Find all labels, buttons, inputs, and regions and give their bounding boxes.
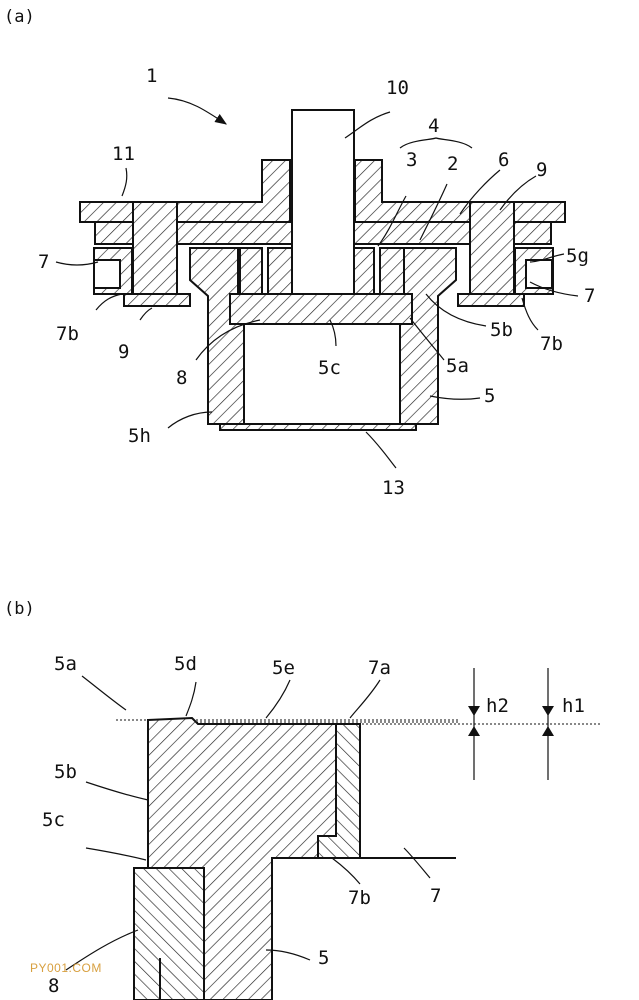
- label-5c: 5c: [318, 357, 341, 379]
- label-5b: 5b: [490, 319, 513, 341]
- label-b-5b: 5b: [54, 761, 77, 783]
- leader-5: [429, 395, 481, 400]
- label-7b-right: 7b: [540, 333, 563, 355]
- leader-b-5d: [185, 681, 197, 717]
- film-13: [219, 423, 417, 431]
- label-b-5: 5: [318, 947, 329, 969]
- bolt-9-left: [132, 201, 178, 295]
- plate-11-left: [79, 159, 291, 223]
- leader-5h: [167, 411, 213, 429]
- case-5-right-wall: [399, 247, 457, 425]
- label-5g: 5g: [566, 245, 589, 267]
- plate-8-section: [133, 867, 205, 1000]
- label-2: 2: [447, 153, 458, 175]
- dim-arrows-h1: [542, 706, 554, 736]
- leader-b-5c: [85, 847, 147, 861]
- figure-a-caption: (a): [4, 7, 35, 27]
- watermark: PY001.COM: [30, 961, 102, 975]
- dim-arrows-h2: [468, 706, 480, 736]
- layer-2-left: [94, 221, 293, 245]
- label-1: 1: [146, 65, 157, 87]
- leader-11: [121, 167, 128, 197]
- leader-b-8: [65, 929, 139, 971]
- brace-4: [399, 137, 473, 149]
- label-13: 13: [382, 477, 405, 499]
- label-5a: 5a: [446, 355, 469, 377]
- label-h2: h2: [486, 695, 509, 717]
- leader-5b: [425, 293, 487, 327]
- label-6: 6: [498, 149, 509, 171]
- label-b-5d: 5d: [174, 653, 197, 675]
- label-7b-left: 7b: [56, 323, 79, 345]
- plate-8: [229, 293, 413, 325]
- leader-9-left: [139, 307, 153, 321]
- figure-a: (a): [4, 7, 595, 499]
- leader-2: [419, 183, 448, 241]
- label-b-5c: 5c: [42, 809, 65, 831]
- ring-3-right-b: [379, 247, 405, 295]
- bolt-head-9-right: [457, 293, 525, 307]
- ring-3-right-a: [353, 247, 375, 295]
- ring-3-left-a: [239, 247, 263, 295]
- figure-b-caption: (b): [4, 599, 35, 619]
- ring-3-left-b: [267, 247, 293, 295]
- leader-b-7a: [349, 679, 381, 719]
- magnet-7-right-face: [525, 259, 553, 289]
- leader-10: [344, 111, 391, 139]
- label-7-right: 7: [584, 285, 595, 307]
- label-b-7: 7: [430, 885, 441, 907]
- bolt-head-9-left: [123, 293, 191, 307]
- label-8: 8: [176, 367, 187, 389]
- label-4: 4: [428, 115, 439, 137]
- label-b-5a: 5a: [54, 653, 77, 675]
- label-7-left: 7: [38, 251, 49, 273]
- bolt-9-right: [469, 201, 515, 295]
- leader-b-5e: [265, 679, 291, 719]
- leader-7-left: [55, 261, 99, 266]
- leader-5g: [529, 253, 565, 263]
- label-3: 3: [406, 149, 417, 171]
- leader-3: [377, 195, 407, 247]
- label-b-7b: 7b: [348, 887, 371, 909]
- leader-5c: [329, 319, 337, 347]
- leader-6: [459, 169, 501, 215]
- layer-2-right: [353, 221, 552, 245]
- leader-b-5a: [81, 675, 127, 711]
- shaft-10: [291, 109, 355, 295]
- leader-8: [195, 319, 261, 361]
- leader-7-right: [529, 281, 579, 297]
- label-b-7a: 7a: [368, 657, 391, 679]
- label-b-5e: 5e: [272, 657, 295, 679]
- leader-b-5b: [85, 781, 149, 801]
- label-11: 11: [112, 143, 135, 165]
- label-9-left: 9: [118, 341, 129, 363]
- label-b-8: 8: [48, 975, 59, 997]
- label-9-right: 9: [536, 159, 547, 181]
- case-5-left-wall: [189, 247, 245, 425]
- leader-13: [365, 431, 397, 469]
- leader-b-5: [265, 949, 311, 961]
- label-h1: h1: [562, 695, 585, 717]
- magnet-7-left-face: [93, 259, 121, 289]
- label-5: 5: [484, 385, 495, 407]
- label-10: 10: [386, 77, 409, 99]
- label-5h: 5h: [128, 425, 151, 447]
- leader-5a: [409, 317, 445, 361]
- leader-1: [167, 97, 227, 125]
- leader-7b-right: [521, 297, 539, 331]
- leader-9-right: [499, 175, 537, 211]
- leader-b-7b: [331, 857, 361, 885]
- plate-11-right: [354, 159, 566, 223]
- magnet-7-section: [317, 723, 361, 859]
- leader-b-7: [403, 847, 431, 879]
- figure-b: (b) 5a 5d 5e 7a 5b: [4, 599, 600, 1000]
- leader-7b-left: [95, 293, 123, 311]
